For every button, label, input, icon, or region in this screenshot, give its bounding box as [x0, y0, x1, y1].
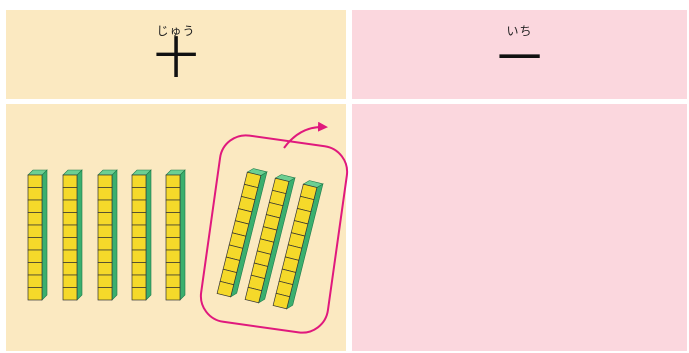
- tens-kanji: 十: [154, 33, 198, 84]
- grouped-ten-rods-group: [216, 168, 324, 310]
- ten-rod-grouped: [216, 168, 268, 298]
- grouped-rods-outline: [199, 134, 349, 334]
- ones-kanji: 一: [497, 33, 542, 84]
- ten-rod: [131, 169, 152, 301]
- ones-column-body: [352, 104, 687, 351]
- loose-ten-rods-group: [27, 169, 186, 301]
- tens-furigana: じゅう: [156, 24, 196, 38]
- tens-column-header: じゅう 十: [6, 10, 346, 99]
- ten-rod: [62, 169, 83, 301]
- move-arrow-icon: [283, 121, 328, 149]
- ten-rod-grouped: [244, 174, 296, 304]
- ten-rod: [165, 169, 186, 301]
- ten-rod: [97, 169, 118, 301]
- ones-furigana: いち: [506, 24, 533, 38]
- ones-column-header: いち 一: [352, 10, 687, 99]
- ten-rod-grouped: [272, 180, 324, 310]
- ten-rod: [27, 169, 48, 301]
